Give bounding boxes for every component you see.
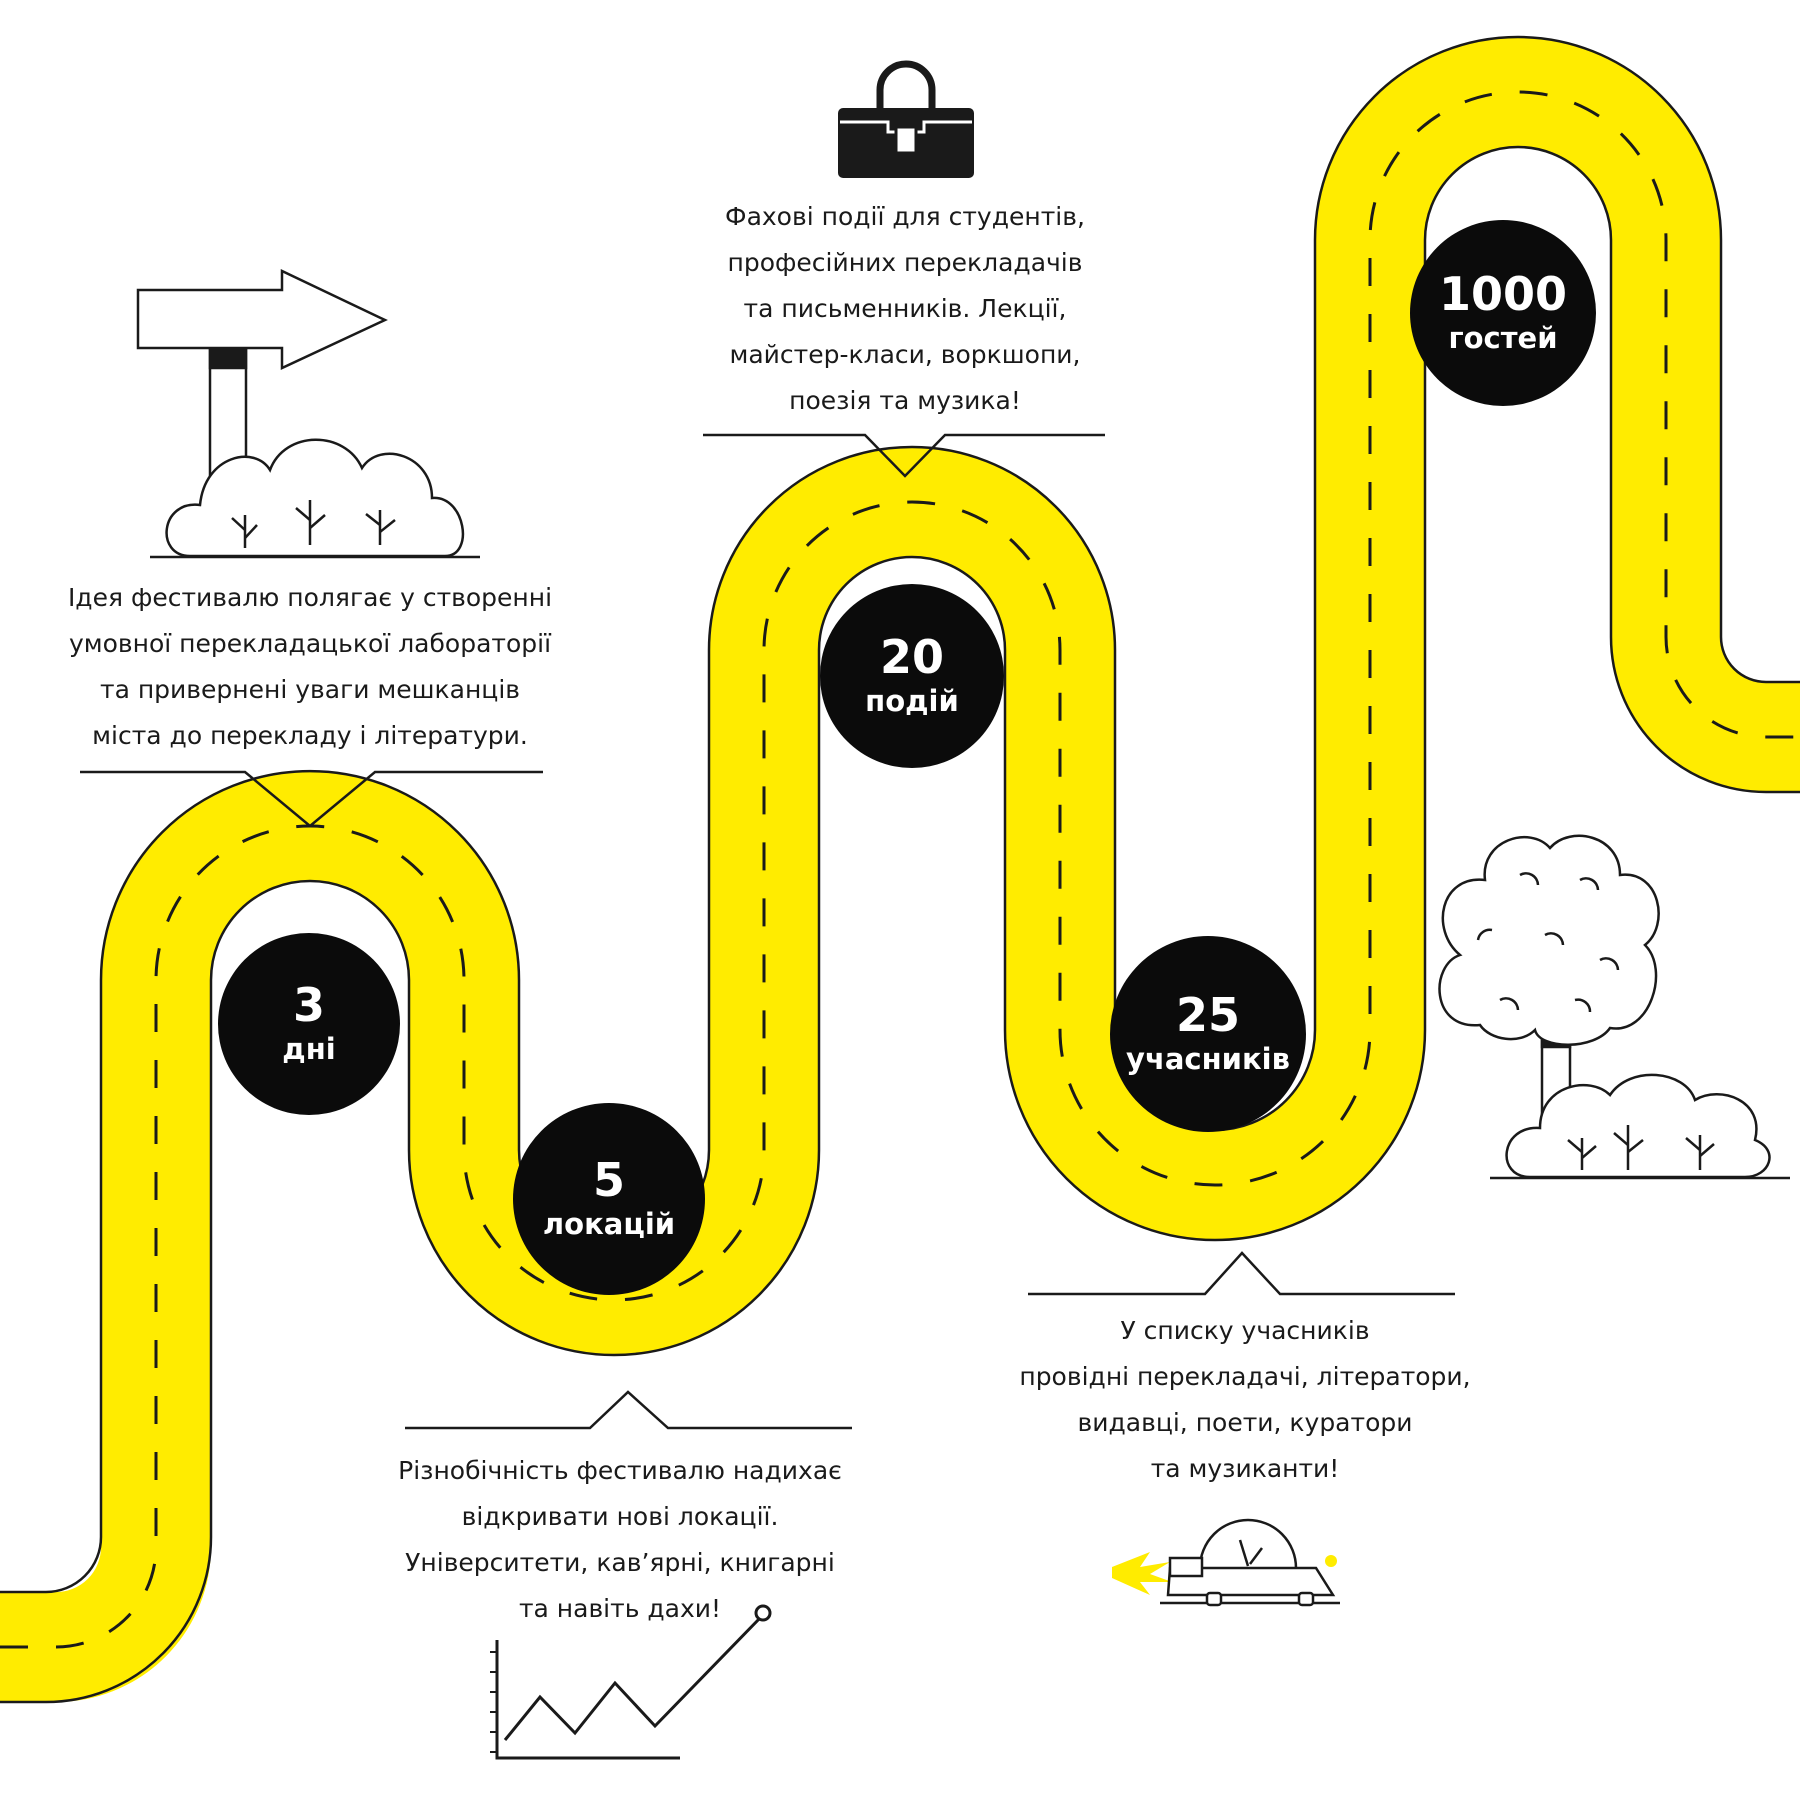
stat-participants-label: учасників xyxy=(1126,1041,1290,1076)
description-participants-line: та музиканти! xyxy=(1150,1454,1340,1483)
stat-events-label: подій xyxy=(865,683,959,718)
stat-locations: 5 локацій xyxy=(513,1103,705,1295)
description-participants-line: провідні перекладачі, літератори, xyxy=(1019,1362,1471,1391)
road-center-dashes xyxy=(0,90,1800,1649)
description-idea-line: міста до перекладу і літератури. xyxy=(92,721,528,750)
description-idea-line: Ідея фестивалю полягає у створенні xyxy=(67,583,553,612)
callout-idea xyxy=(80,770,543,828)
callout-lines xyxy=(80,433,1455,1430)
stat-locations-value: 5 xyxy=(592,1152,625,1207)
stat-guests-label: гостей xyxy=(1448,320,1558,355)
stat-days-value: 3 xyxy=(292,977,325,1032)
description-locations-line: та навіть дахи! xyxy=(518,1594,722,1623)
description-locations-line: Університети, кав’ярні, книгарні xyxy=(405,1548,835,1577)
description-events-line: поезія та музика! xyxy=(789,386,1021,415)
stat-participants: 25 учасників xyxy=(1110,936,1306,1132)
description-locations-line: відкривати нові локації. xyxy=(461,1502,779,1531)
stat-days: 3 дні xyxy=(218,933,400,1115)
callout-events xyxy=(703,433,1105,478)
rocket-car-icon xyxy=(1112,1518,1340,1607)
callout-locations xyxy=(405,1390,852,1430)
growth-chart-icon xyxy=(490,1604,772,1760)
description-locations-line: Різнобічність фестивалю надихає xyxy=(398,1456,842,1485)
description-idea-line: та привернені уваги мешканців xyxy=(100,675,520,704)
description-participants-line: У списку учасників xyxy=(1120,1316,1370,1345)
stat-events-value: 20 xyxy=(879,629,944,684)
stat-locations-label: локацій xyxy=(542,1206,676,1241)
description-events-line: професійних перекладачів xyxy=(727,248,1083,277)
callout-participants xyxy=(1028,1251,1455,1296)
stat-participants-value: 25 xyxy=(1175,987,1240,1042)
description-events-line: та письменників. Лекції, xyxy=(743,294,1067,323)
stat-events: 20 подій xyxy=(820,584,1004,768)
winding-road xyxy=(0,35,1800,1704)
briefcase-icon xyxy=(838,60,974,178)
description-idea: Ідея фестивалю полягає у створенні умовн… xyxy=(10,575,610,759)
stat-days-label: дні xyxy=(282,1031,336,1066)
road-outline-outer xyxy=(0,145,1800,1704)
stat-guests-value: 1000 xyxy=(1438,266,1568,321)
description-locations: Різнобічність фестивалю надихає відкрива… xyxy=(330,1448,910,1632)
bush-icon xyxy=(1490,1073,1790,1180)
road-outline-inner xyxy=(0,35,1800,1594)
description-idea-line: умовної перекладацької лабораторії xyxy=(68,629,552,658)
bush-icon xyxy=(150,438,480,559)
description-participants: У списку учасників провідні перекладачі,… xyxy=(950,1308,1540,1492)
description-events: Фахові події для студентів, професійних … xyxy=(640,194,1170,424)
description-events-line: майстер-класи, воркшопи, xyxy=(729,340,1081,369)
description-participants-line: видавці, поети, куратори xyxy=(1077,1408,1413,1437)
description-events-line: Фахові події для студентів, xyxy=(725,202,1085,231)
stat-guests: 1000 гостей xyxy=(1410,220,1596,406)
